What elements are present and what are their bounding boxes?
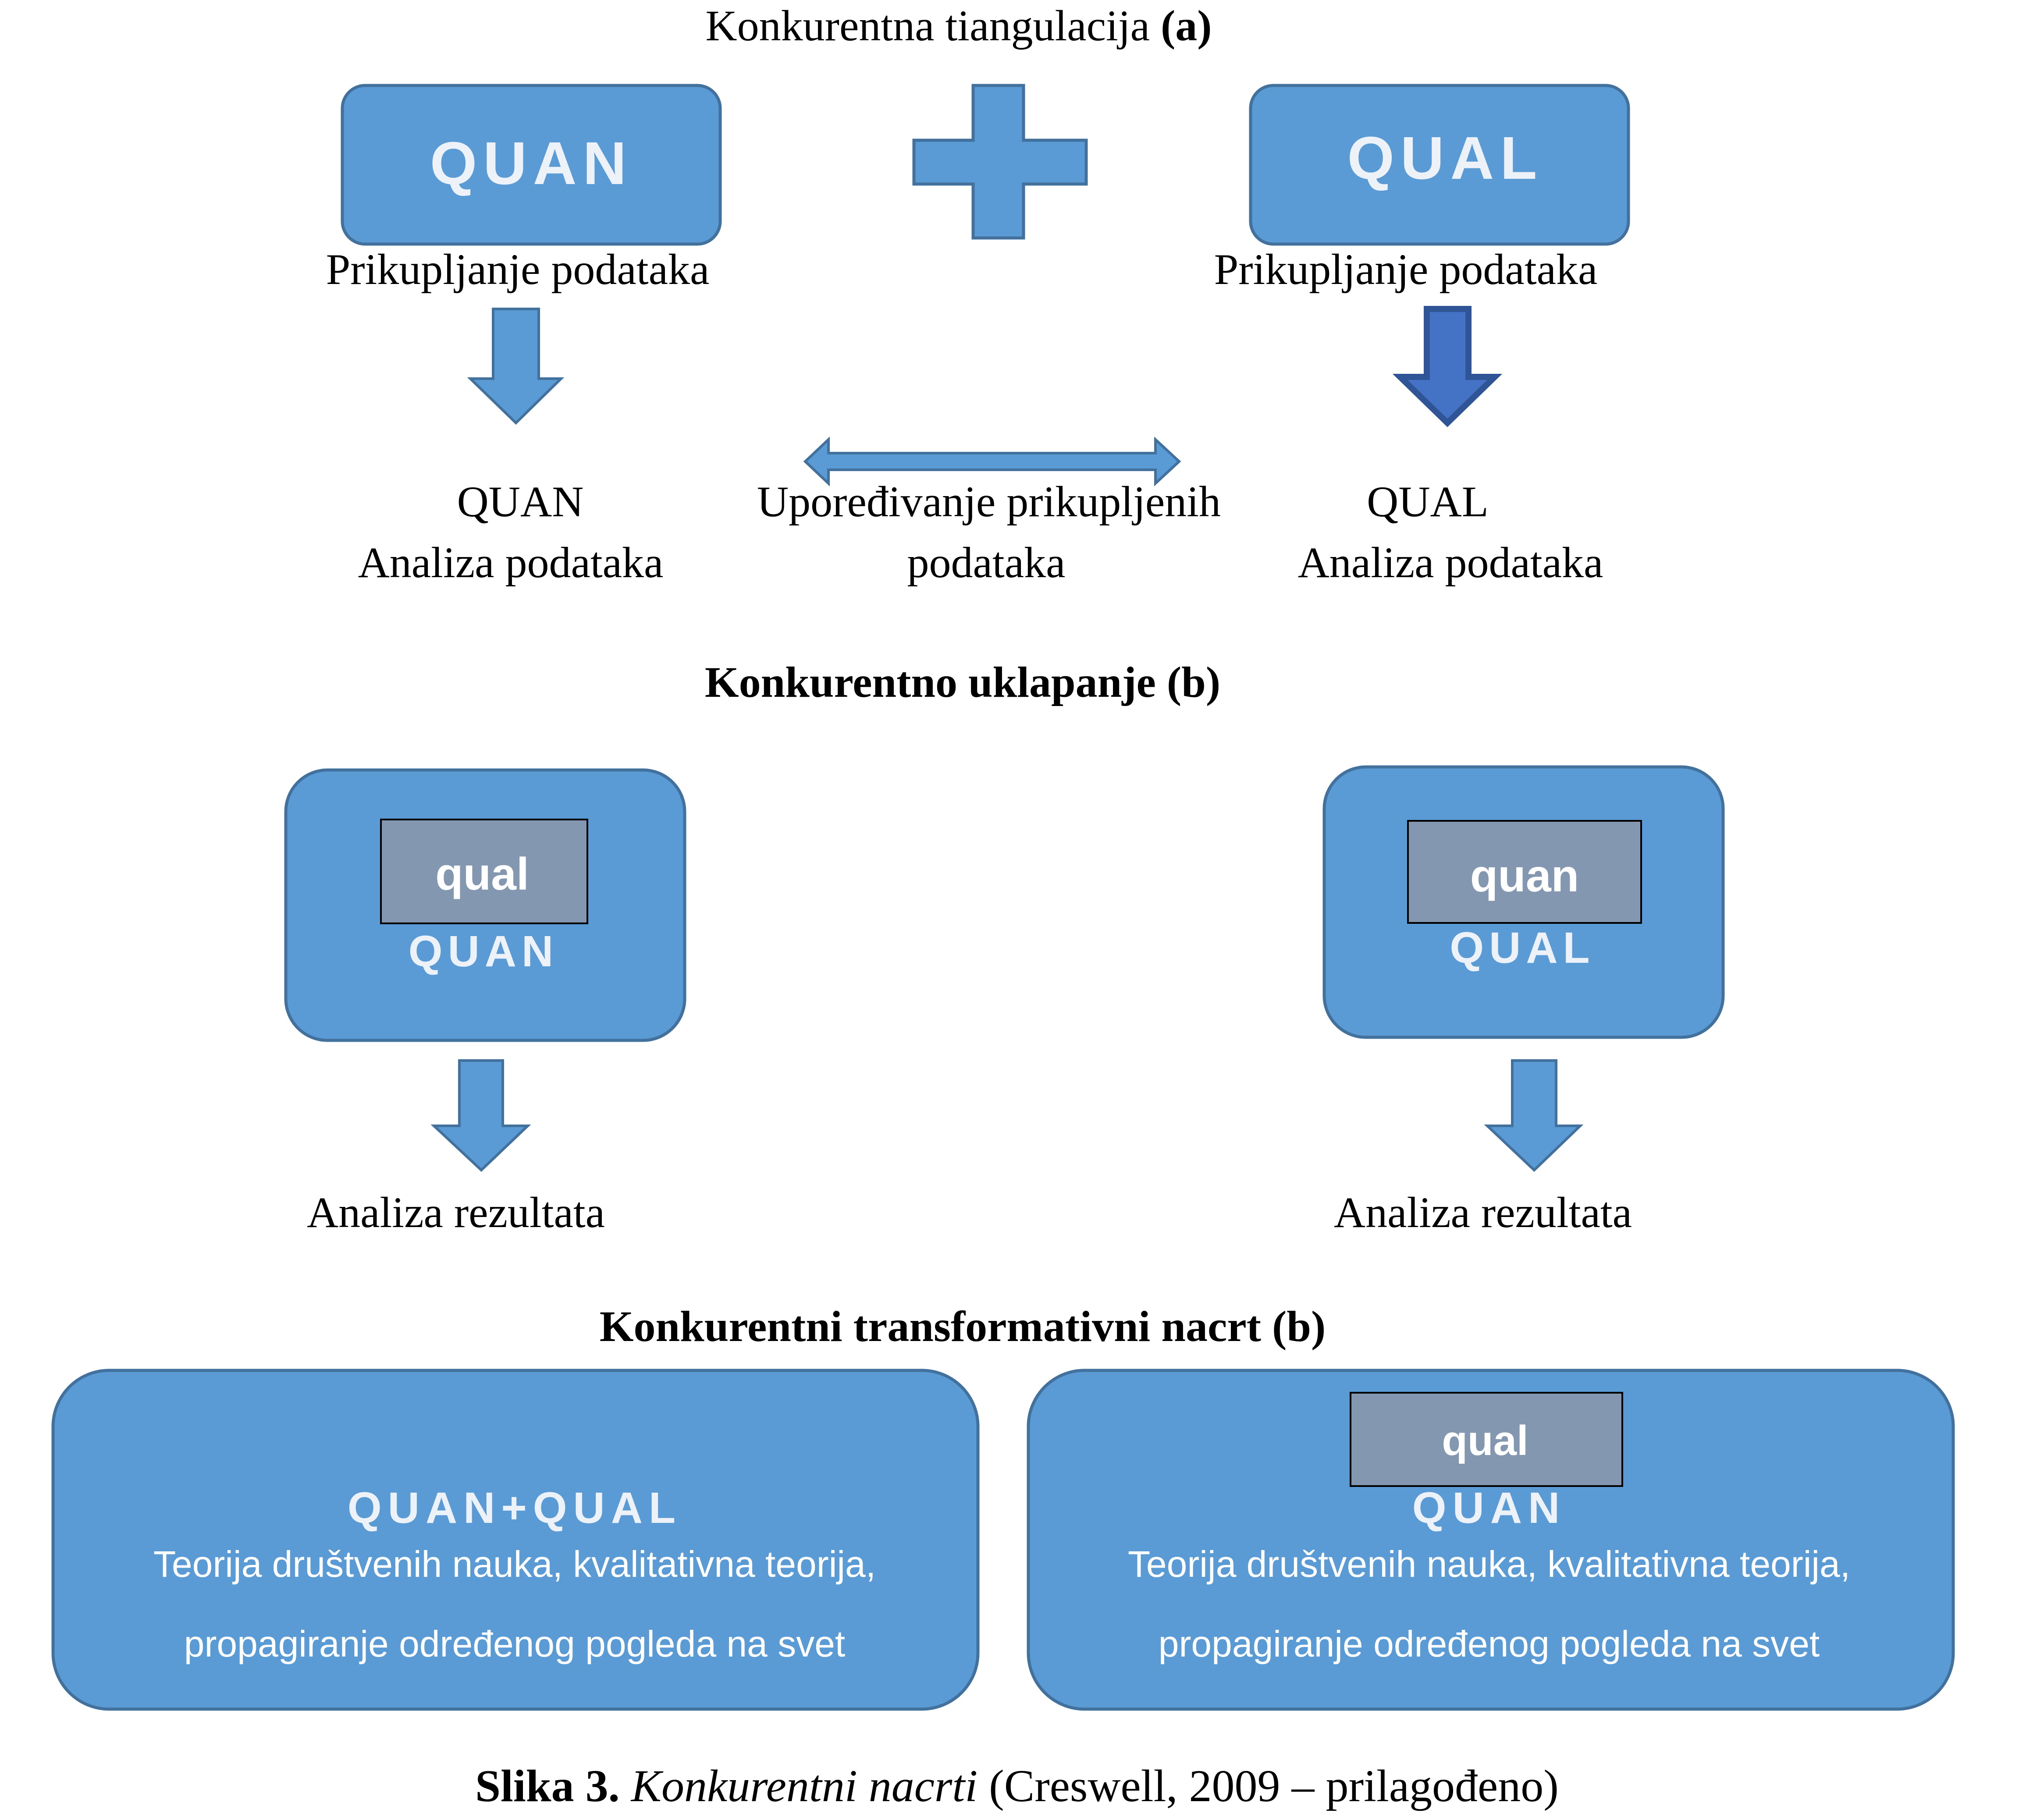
right-result-label: Analiza rezultata — [1334, 1188, 1632, 1237]
quan-embedding-label: QUAN — [1412, 1483, 1566, 1533]
left-theory-line1: Teorija društvenih nauka, kvalitativna t… — [153, 1543, 876, 1585]
compare-double-arrow-icon — [803, 436, 1181, 486]
qual-collect-label: Prikupljanje podataka — [1214, 245, 1598, 294]
right-theory-line1: Teorija društvenih nauka, kvalitativna t… — [1128, 1543, 1850, 1585]
section-c-title: Konkurentni transformativni nacrt (b) — [600, 1302, 1326, 1351]
left-theory-line2: propagiranje određenog pogleda na svet — [184, 1623, 846, 1664]
section-a-title: Konkurentna tiangulacija (a) — [705, 1, 1212, 50]
quan-qual-label: QUAN+QUAL — [348, 1483, 682, 1533]
qual-box-label: QUAL — [1347, 124, 1543, 192]
quan-inner-label: quan — [1470, 851, 1579, 901]
qual-down-arrow-icon — [1392, 306, 1503, 427]
quan-nested-box: qual QUAN — [284, 768, 686, 1042]
right-theory-line2: propagiranje određenog pogleda na svet — [1159, 1623, 1820, 1664]
qual-analysis-line1: QUAL — [1367, 477, 1489, 526]
qual-nested-box: quan QUAL — [1322, 765, 1725, 1039]
quan-analysis-line1: QUAN — [457, 477, 584, 526]
quan-main-label: QUAN — [409, 927, 558, 976]
qual-collection-box: QUAL — [1249, 84, 1630, 246]
quan-collect-label: Prikupljanje podataka — [326, 245, 710, 294]
quan-box-label: QUAN — [430, 130, 633, 197]
left-result-label: Analiza rezultata — [307, 1188, 605, 1237]
section-b-title: Konkurentno uklapanje (b) — [705, 658, 1220, 706]
qual-analysis-line2: Analiza podataka — [1298, 538, 1603, 587]
figure-caption: Slika 3. Konkurentni nacrti (Creswell, 2… — [475, 1761, 1559, 1811]
right-result-down-arrow-icon — [1484, 1059, 1584, 1172]
qual-main-label: QUAL — [1450, 923, 1595, 972]
quan-analysis-line2: Analiza podataka — [358, 538, 664, 587]
quan-collection-box: QUAN — [341, 84, 722, 246]
transformative-right-box: qual QUAN Teorija društvenih nauka, kval… — [1027, 1369, 1955, 1711]
transformative-left-box: QUAN+QUAL Teorija društvenih nauka, kval… — [51, 1369, 980, 1711]
qual-embedded-label: qual — [1442, 1417, 1528, 1464]
quan-down-arrow-icon — [467, 308, 565, 425]
compare-label-line2: podataka — [907, 538, 1066, 587]
compare-label-line1: Upoređivanje prikupljenih — [757, 477, 1221, 526]
plus-icon — [912, 84, 1088, 240]
left-result-down-arrow-icon — [430, 1059, 531, 1172]
qual-inner-label: qual — [435, 849, 529, 900]
